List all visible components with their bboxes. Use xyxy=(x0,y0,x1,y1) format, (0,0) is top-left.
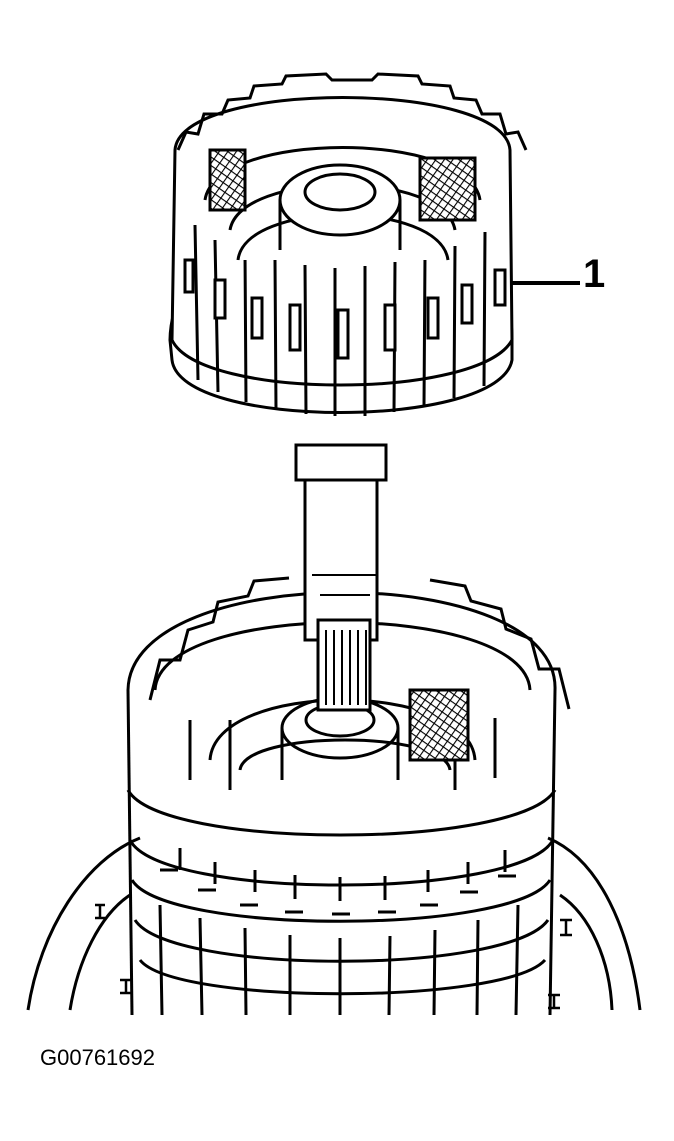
transmission-case xyxy=(26,836,642,1011)
callout-label-1: 1 xyxy=(583,252,606,296)
input-shaft xyxy=(294,443,388,712)
lower-clutch-drum xyxy=(126,576,571,1016)
upper-hub xyxy=(208,148,477,261)
figure-id: G00761692 xyxy=(40,1045,155,1070)
